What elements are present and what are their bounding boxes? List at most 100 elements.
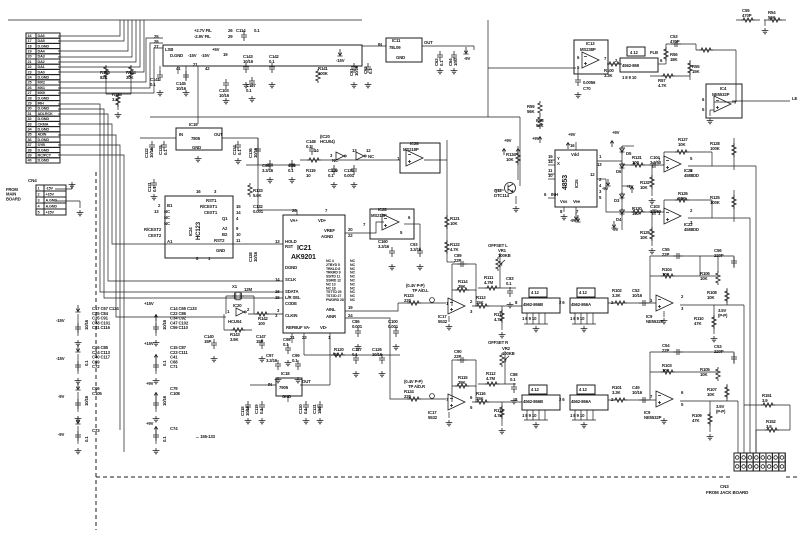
schematic-label: OFFSET L [488, 243, 508, 248]
schematic-label: 14 [314, 148, 319, 153]
ground-icon [248, 95, 256, 103]
schematic-label: VA+ [290, 218, 298, 223]
ground-icon [74, 339, 82, 347]
capacitor-icon [210, 338, 218, 350]
cn3-pin-cell [771, 452, 780, 463]
schematic-label: 13 [597, 162, 602, 167]
ground-icon [498, 427, 506, 435]
schematic-label: OUT [214, 132, 223, 137]
schematic-label: +15V [46, 193, 55, 197]
schematic-label: FROM JACK BOARD [706, 490, 749, 495]
cn3-pin-cell [739, 461, 748, 472]
ground-icon [445, 419, 453, 427]
inverter-icon [235, 307, 247, 317]
schematic-label: 6 [690, 168, 693, 173]
schematic-label: -2.9V FIL [194, 34, 211, 39]
schematic-label: 22 [28, 65, 32, 69]
capacitor-icon [268, 62, 276, 74]
schematic-label: 3.5V(P-P) [718, 308, 728, 318]
schematic-label: 26 [154, 39, 159, 44]
schematic-label: 2 [599, 177, 602, 182]
schematic-label: (0.4V P-P) [406, 283, 425, 288]
schematic-label: 5 [577, 65, 580, 70]
schematic-label: 1 [227, 309, 230, 314]
schematic-label: 7 [650, 394, 653, 399]
schematic-label: 3 [599, 189, 602, 194]
schematic-label: MX2 [38, 81, 45, 85]
module-mini-1b [576, 287, 596, 298]
schematic-label: CEXT2 [148, 233, 162, 238]
schematic-label: 37 [28, 143, 32, 147]
schematic-label: CODE [285, 301, 297, 306]
cn3-pin [779, 464, 785, 469]
opamp-icon [663, 155, 682, 173]
ground-icon [194, 155, 202, 163]
schematic-label: A1 [167, 239, 173, 244]
schematic-label: IC4 [720, 86, 727, 91]
resistor-icon [715, 366, 721, 382]
schematic-label: RST2 [214, 238, 225, 243]
schematic-label: NC [368, 154, 374, 159]
schematic-label: LSB [165, 47, 173, 52]
cn3-pin [773, 464, 778, 469]
schematic-label: 1 [328, 335, 331, 340]
cn3-pin [760, 464, 765, 469]
schematic-label: 30 [28, 107, 32, 111]
schematic-label: 31 [28, 112, 32, 116]
schematic-label: 1 [599, 154, 602, 159]
schematic-label: 8 [515, 300, 518, 305]
schematic-label: D.GND [38, 107, 50, 111]
schematic-label: -15V [46, 187, 54, 191]
schematic-label: 16 [570, 143, 575, 148]
supply-arrow-down-icon [75, 344, 81, 353]
schematic-label: NC [332, 158, 338, 163]
schematic-label: 2 [611, 397, 614, 402]
capacitor-icon [574, 75, 582, 87]
ground-icon [378, 370, 386, 378]
schematic-label: 10/16 [84, 319, 89, 330]
schematic-label: 4562-866B [523, 399, 543, 404]
ic13-ms238p [573, 39, 609, 75]
opamp-icon [447, 393, 466, 411]
schematic-label: DA1 [38, 65, 45, 69]
schematic-label: 2 [247, 307, 250, 312]
schematic-label: 8 [196, 256, 199, 261]
schematic-label: NC [164, 221, 170, 226]
opamp-icon [713, 95, 732, 113]
schematic-label: 1 8 9 10 [570, 413, 585, 418]
module-4562-866b-2 [521, 394, 561, 411]
schematic-label: SYB [38, 143, 46, 147]
schematic-label: +15V [144, 301, 154, 306]
schematic-label: +9V [612, 130, 620, 135]
ground-icon [498, 331, 506, 339]
schematic-label: 4562-866A [571, 302, 591, 307]
schematic-label: 12 [590, 172, 595, 177]
resistor-icon [537, 100, 543, 116]
schematic-label: D6 [616, 169, 622, 174]
ground-icon [156, 89, 164, 97]
supply-arrow-down-icon [75, 304, 81, 313]
schematic-label: 5 [702, 107, 705, 112]
cn3-pin-cell [746, 461, 754, 472]
wire [58, 123, 283, 245]
schematic-label: C6110/16 [349, 65, 359, 76]
ground-icon [222, 97, 230, 105]
schematic-label: 19 [28, 50, 32, 54]
schematic-label: MS238P [580, 47, 596, 52]
schematic-label: 7 [734, 100, 737, 105]
schematic-label: 34 [28, 128, 33, 132]
schematic-label: C641/50 [448, 57, 458, 66]
schematic-label: Vdd [571, 152, 579, 157]
